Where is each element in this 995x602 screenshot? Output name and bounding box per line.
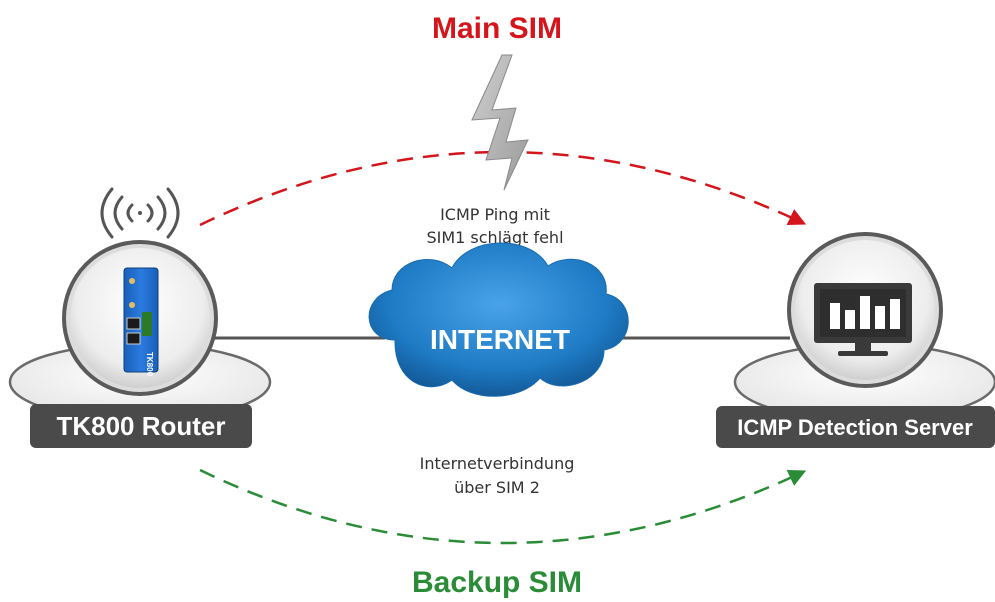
router-label: TK800 Router [56,411,225,441]
fallback-note-line2: über SIM 2 [454,478,540,497]
backup-sim-title: Backup SIM [412,566,582,599]
internet-cloud: INTERNET [368,242,629,397]
main-sim-title: Main SIM [432,12,562,45]
fallback-note-line1: Internetverbindung [420,454,575,473]
router-node: TK800 TK800 Router [8,187,272,448]
backup-sim-path [199,468,807,545]
fail-note-line1: ICMP Ping mit [440,205,550,224]
device-label: TK800 [145,352,154,377]
lightning-bolt-icon [471,54,529,191]
internet-label: INTERNET [430,324,570,355]
bar-chart-monitor-icon [814,283,912,356]
tk800-device: TK800 [123,267,159,377]
server-node: ICMP Detection Server [716,232,995,448]
server-label: ICMP Detection Server [737,415,973,440]
wireless-signal-icon [100,187,180,239]
fail-note-line2: SIM1 schlägt fehl [426,228,563,247]
